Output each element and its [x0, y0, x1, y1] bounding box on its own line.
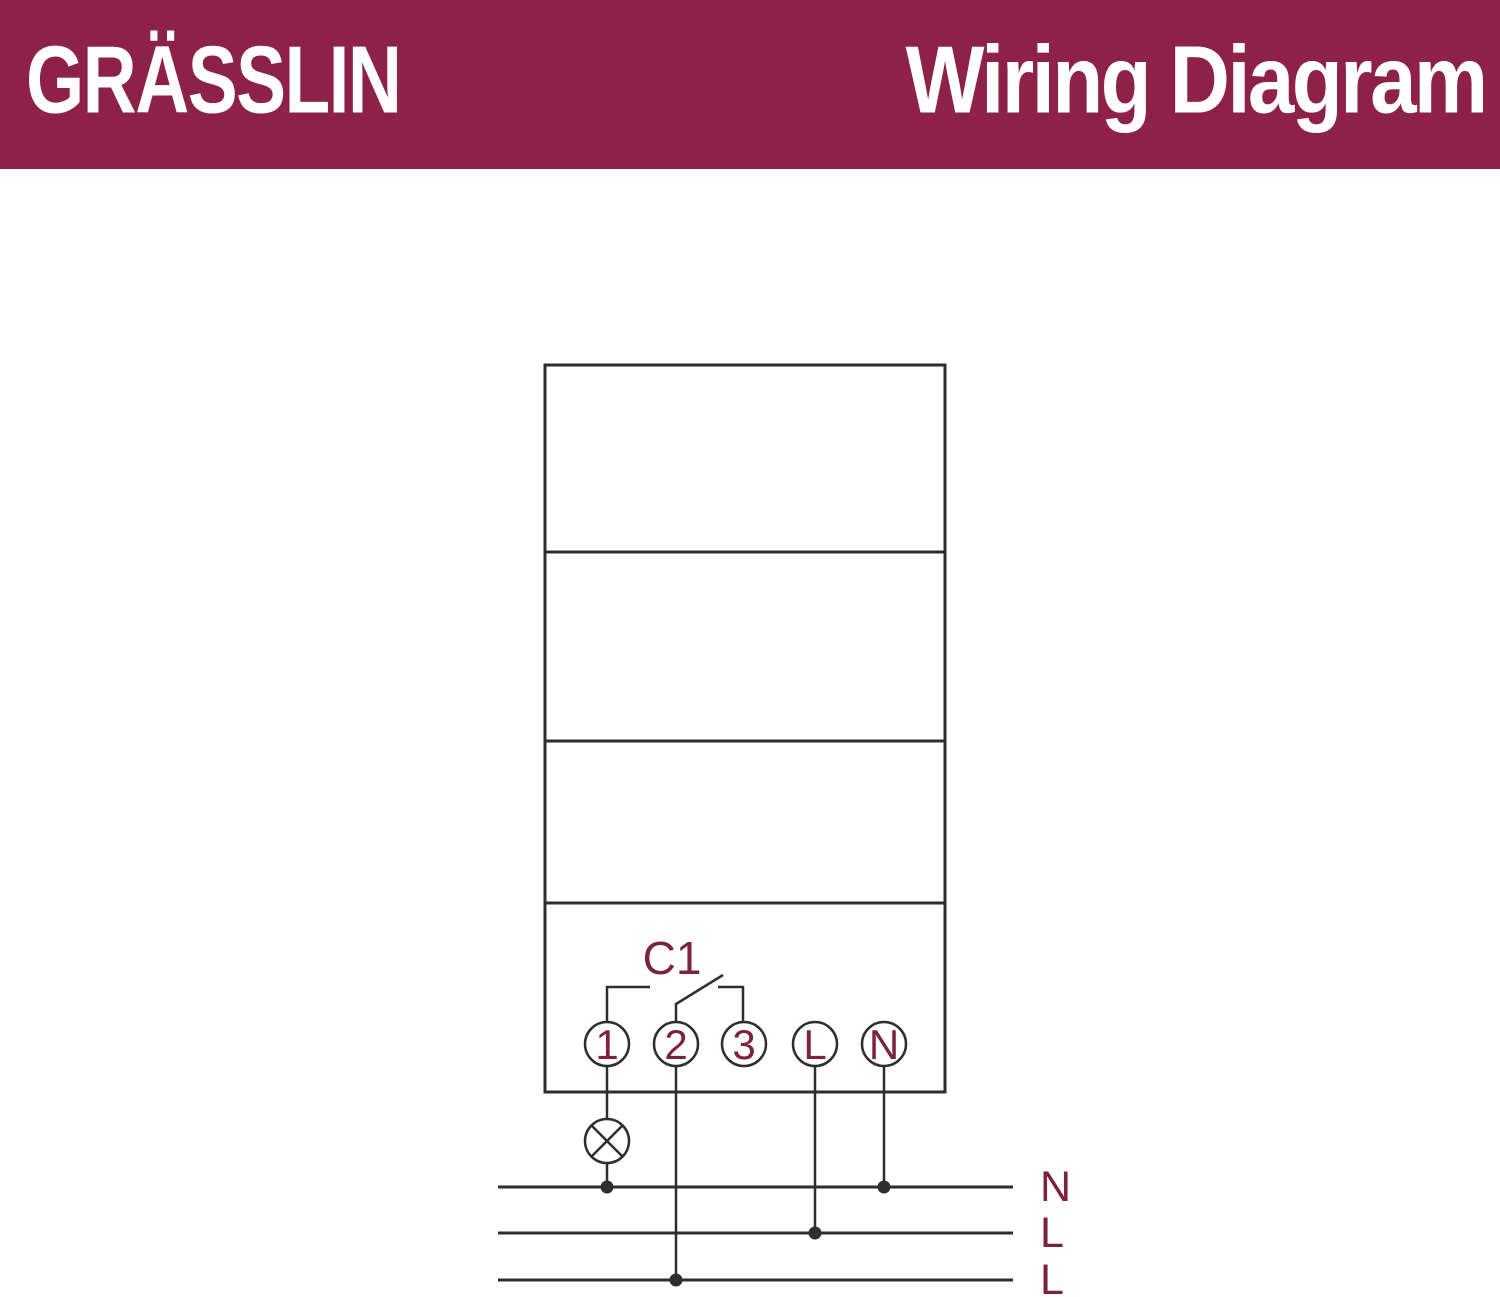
- switch-left-contact: [605, 985, 650, 1022]
- switch-blade: [674, 973, 724, 1022]
- bus-label-n: N: [1040, 1163, 1071, 1211]
- terminal-labels: 1 2 3 L N: [595, 1021, 899, 1068]
- terminal-1-label: 1: [595, 1021, 618, 1068]
- relay-switch: [605, 973, 745, 1022]
- terminal-3-label: 3: [732, 1021, 755, 1068]
- terminal-2-label: 2: [664, 1021, 687, 1068]
- lamp-icon: [583, 1117, 631, 1165]
- brand-logo: GRÄSSLIN: [26, 26, 402, 134]
- bus-label-l1: L: [1040, 1209, 1064, 1257]
- junction-lamp-n: [600, 1180, 614, 1194]
- bus-label-l2: L: [1040, 1256, 1064, 1297]
- junction-terminal2-l: [669, 1273, 683, 1287]
- junction-terminal-n: [877, 1180, 891, 1194]
- header-banner: GRÄSSLIN Wiring Diagram: [0, 0, 1500, 169]
- terminal-l-label: L: [803, 1021, 826, 1068]
- supply-bus: [498, 1185, 1013, 1282]
- bus-labels: N L L: [1040, 1163, 1071, 1297]
- junction-terminal-l: [808, 1226, 822, 1240]
- page-title: Wiring Diagram: [906, 26, 1489, 134]
- terminal-n-label: N: [869, 1021, 899, 1068]
- lamp-cross-stroke-2: [590, 1124, 624, 1158]
- terminal-3-circle: [720, 1020, 768, 1068]
- device-module: [543, 363, 947, 1094]
- switch-right-contact: [718, 985, 745, 1022]
- relay-label: C1: [643, 932, 702, 984]
- terminal-row: [583, 1020, 908, 1068]
- junction-dots: [600, 1180, 891, 1287]
- device-outline: [543, 363, 947, 1094]
- wires: [605, 1066, 886, 1280]
